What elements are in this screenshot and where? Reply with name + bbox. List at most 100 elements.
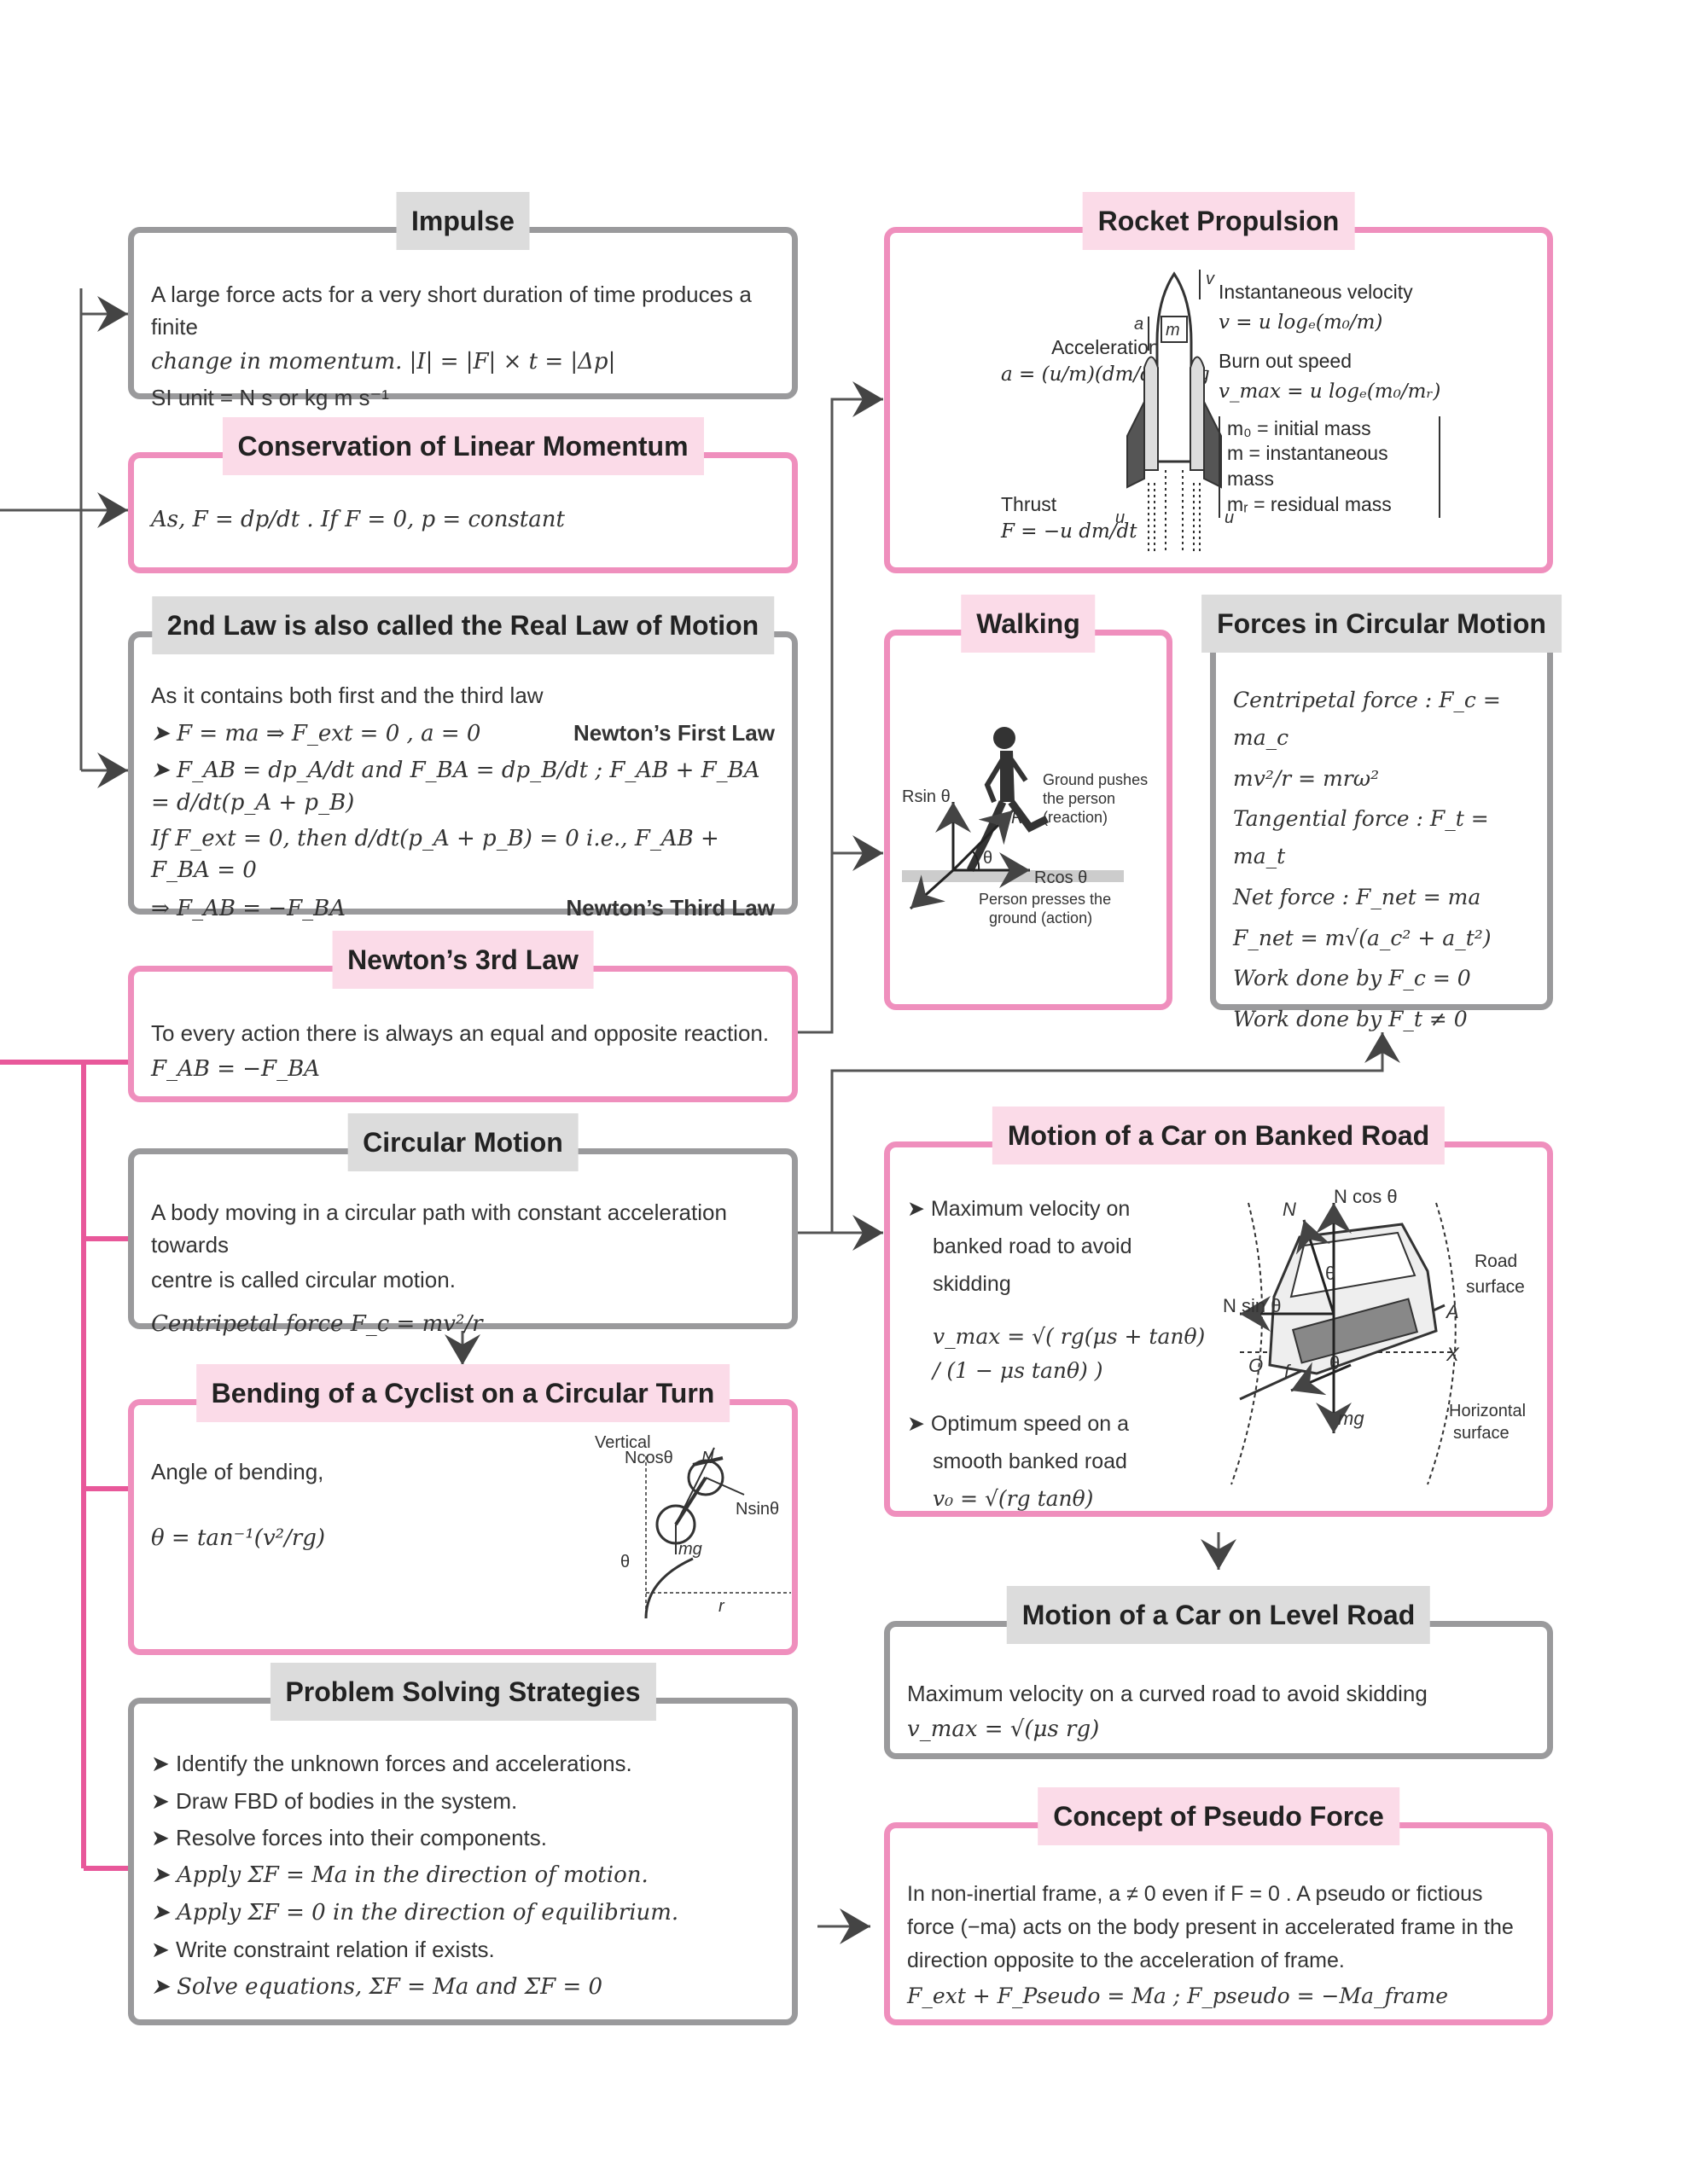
impulse-line1: A large force acts for a very short dura… <box>151 282 752 340</box>
banked-box: Motion of a Car on Banked Road Maximum v… <box>884 1107 1553 1517</box>
banked-mg-label: mg <box>1338 1408 1364 1429</box>
cyclist-box: Bending of a Cyclist on a Circular Turn … <box>128 1364 798 1655</box>
first-law-tag: Newton’s First Law <box>573 719 775 746</box>
forces-l7: Work done by F_t ≠ 0 <box>1233 1007 1468 1031</box>
forces-l4: Net force : F_net = ma <box>1233 884 1481 909</box>
rocket-u-label-right: u <box>1225 508 1234 527</box>
forces-l5: F_net = m√(a_c² + a_t²) <box>1233 925 1492 950</box>
pseudo-box: Concept of Pseudo Force In non-inertial … <box>884 1787 1553 2025</box>
cyclist-line1: Angle of bending, <box>151 1459 324 1484</box>
walking-theta-label: θ <box>983 849 992 868</box>
rocket-mr-def: mᵣ = residual mass <box>1227 493 1392 516</box>
banked-n-label: N <box>1283 1199 1296 1220</box>
banked-f-label: f <box>1284 1361 1292 1382</box>
strategy-item: Write constraint relation if exists. <box>151 1934 775 1966</box>
forces-l2: mv²/r = mrω² <box>1233 765 1380 791</box>
banked-theta2-label: θ <box>1329 1352 1340 1374</box>
cyclist-vertical-label: Vertical <box>595 1433 651 1452</box>
banked-hor-label-2: surface <box>1453 1424 1510 1443</box>
cyclist-title: Bending of a Cyclist on a Circular Turn <box>195 1364 730 1422</box>
impulse-line2: change in momentum. |I| = |F| × t = |Δp| <box>151 349 616 375</box>
circular-line3: Centripetal force F_c = mv²/r <box>151 1311 483 1338</box>
pseudo-line1: In non-inertial frame, a ≠ 0 even if F =… <box>907 1882 1483 1906</box>
banked-hor-label-1: Horizontal <box>1449 1402 1526 1420</box>
pseudo-line2: force (−ma) acts on the body present in … <box>907 1915 1514 1939</box>
rocket-inst-label: Instantaneous velocity <box>1219 281 1413 303</box>
rocket-m-label: m <box>1166 321 1180 340</box>
rocket-m-def: m = instantaneous mass <box>1227 442 1388 491</box>
banked-b2a: Optimum speed on a <box>907 1407 1214 1441</box>
third-law-line1: To every action there is always an equal… <box>151 1020 770 1046</box>
impulse-box: Impulse A large force acts for a very sh… <box>128 192 798 410</box>
banked-a-label: A <box>1445 1301 1459 1322</box>
conservation-text: As, F = dp/dt . If F = 0, p = constant <box>151 507 565 532</box>
level-box: Motion of a Car on Level Road Maximum ve… <box>884 1586 1553 1759</box>
forces-circular-title: Forces in Circular Motion <box>1201 595 1562 653</box>
banked-b1a: Maximum velocity on <box>907 1192 1214 1226</box>
walking-person-label-2: ground (action) <box>989 909 1092 926</box>
circular-line2: centre is called circular motion. <box>151 1267 456 1293</box>
second-law-l4: ⇒ F_AB = −F_BA <box>151 896 346 922</box>
strategy-item: Apply ΣF = 0 in the direction of equilib… <box>151 1897 775 1930</box>
circular-box: Circular Motion A body moving in a circu… <box>128 1113 798 1337</box>
banked-b2b: smooth banked road <box>933 1449 1127 1473</box>
forces-circular-box: Forces in Circular Motion Centripetal fo… <box>1201 595 1562 1031</box>
walking-r-label: R <box>1011 809 1023 828</box>
forces-l6: Work done by F_c = 0 <box>1233 966 1471 991</box>
rocket-velocity: Instantaneous velocity v = u logₑ(m₀/m) … <box>1219 277 1543 519</box>
rocket-title: Rocket Propulsion <box>1082 192 1355 250</box>
impulse-title: Impulse <box>396 192 530 250</box>
pseudo-line3: direction opposite to the acceleration o… <box>907 1949 1345 1972</box>
walking-title: Walking <box>961 595 1096 653</box>
cyclist-n-label: N <box>701 1449 714 1467</box>
third-law-title: Newton’s 3rd Law <box>332 931 594 989</box>
banked-road-label-1: Road <box>1475 1252 1517 1271</box>
walking-ground-label-2: the person <box>1043 790 1115 807</box>
walking-ground-label-1: Ground pushes <box>1043 771 1148 788</box>
strategy-item: Solve equations, ΣF = Ma and ΣF = 0 <box>151 1972 775 2004</box>
rocket-burn-eq: v_max = u logₑ(m₀/mᵣ) <box>1219 380 1441 403</box>
rocket-burn-label: Burn out speed <box>1219 350 1353 373</box>
level-line1: Maximum velocity on a curved road to avo… <box>907 1681 1428 1706</box>
cyclist-line2: θ = tan⁻¹(v²/rg) <box>151 1525 326 1551</box>
second-law-title: 2nd Law is also called the Real Law of M… <box>151 596 775 654</box>
banked-road-label-2: surface <box>1466 1277 1525 1297</box>
cyclist-ncos-label: Ncosθ <box>625 1449 673 1467</box>
cyclist-r-label: r <box>718 1597 725 1616</box>
strategy-item: Apply ΣF = Ma in the direction of motion… <box>151 1860 775 1892</box>
banked-nsin-label: N sin θ <box>1223 1295 1281 1316</box>
rocket-a-label: a <box>1134 315 1143 334</box>
strategies-title: Problem Solving Strategies <box>270 1663 656 1721</box>
walking-box: Walking Rsin θ R θ Rcos θ Ground pushes … <box>884 595 1172 1010</box>
rocket-accel-label: Acceleration <box>1051 336 1160 358</box>
banked-b1b: banked road to avoid <box>933 1234 1132 1258</box>
level-title: Motion of a Car on Level Road <box>1006 1586 1431 1644</box>
banked-theta1-label: θ <box>1325 1263 1335 1284</box>
strategy-item: Draw FBD of bodies in the system. <box>151 1786 775 1818</box>
conservation-title: Conservation of Linear Momentum <box>222 417 704 475</box>
second-law-box: 2nd Law is also called the Real Law of M… <box>128 596 798 921</box>
rocket-v-label: v <box>1206 270 1215 288</box>
rocket-thrust: Thrust F = −u dm/dt <box>1001 491 1137 545</box>
circular-line1: A body moving in a circular path with co… <box>151 1199 727 1258</box>
strategy-item: Resolve forces into their components. <box>151 1822 775 1855</box>
forces-l3: Tangential force : F_t = ma_t <box>1233 806 1489 868</box>
rocket-box: Rocket Propulsion Acceleration a = (u/m)… <box>884 192 1553 573</box>
rocket-u-label-left: u <box>1115 508 1125 527</box>
banked-eq2: v₀ = √(rg tanθ) <box>933 1486 1094 1511</box>
rocket-thrust-label: Thrust <box>1001 493 1057 515</box>
forces-l1: Centripetal force : F_c = ma_c <box>1233 688 1501 750</box>
pseudo-title: Concept of Pseudo Force <box>1038 1787 1399 1845</box>
cyclist-figure: Vertical Ncosθ N Nsinθ θ mg r <box>595 1433 791 1619</box>
strategy-item: Identify the unknown forces and accelera… <box>151 1748 775 1780</box>
rocket-m0-def: m₀ = initial mass <box>1227 416 1371 439</box>
pseudo-line4: F_ext + F_Pseudo = Ma ; F_pseudo = −Ma_f… <box>907 1984 1449 2008</box>
banked-car-figure: N N cos θ N sin θ θ θ Road surface A X O… <box>1223 1186 1526 1485</box>
second-law-l1: ➤ F = ma ⇒ F_ext = 0 , a = 0 <box>151 720 481 746</box>
second-law-l3: If F_ext = 0, then d/dt(p_A + p_B) = 0 i… <box>151 825 719 884</box>
banked-o-label: O <box>1248 1355 1263 1376</box>
cyclist-theta-label: θ <box>620 1553 630 1571</box>
banked-b1c: skidding <box>933 1272 1011 1296</box>
third-law-line2: F_AB = −F_BA <box>151 1055 320 1082</box>
